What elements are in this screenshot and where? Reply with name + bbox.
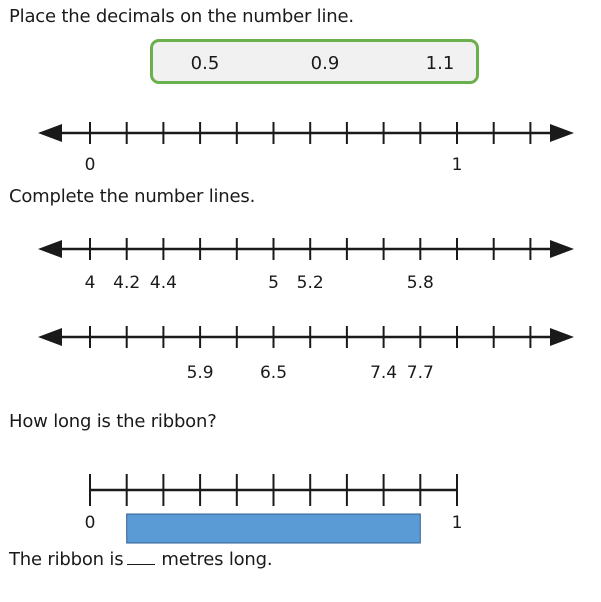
line2a-tick-label: 5.2: [297, 273, 324, 293]
ribbon-bar: [126, 513, 421, 544]
decimal-card-value[interactable]: 0.5: [190, 53, 220, 74]
line2a-tick-label: 4: [85, 273, 96, 293]
answer-blank[interactable]: [127, 552, 156, 565]
line2a-tick-label: 5.8: [407, 273, 434, 293]
line2a-tick-label: 4.2: [113, 273, 140, 293]
decimal-card-value[interactable]: 1.1: [425, 53, 455, 74]
line2b-tick-label: 5.9: [187, 363, 214, 383]
answer-suffix: metres long.: [161, 549, 273, 570]
line1-right-arrow: [550, 124, 574, 142]
line1-tick-label: 1: [452, 155, 463, 175]
ribbon-answer-sentence: The ribbon is metres long.: [9, 549, 273, 570]
line2b-tick-label: 7.4: [370, 363, 397, 383]
line2b-right-arrow: [550, 328, 574, 346]
ruler-tick-label: 0: [85, 513, 96, 533]
answer-prefix: The ribbon is: [9, 549, 124, 570]
decimal-cards-box: 0.5 0.9 1.1: [150, 39, 479, 84]
line1-tick-label: 0: [85, 155, 96, 175]
line2a-tick-label: 5: [268, 273, 279, 293]
line2a-right-arrow: [550, 240, 574, 258]
ruler-tick-label: 1: [452, 513, 463, 533]
line2b-tick-label: 6.5: [260, 363, 287, 383]
line2b-left-arrow: [38, 328, 62, 346]
instruction-ribbon-length: How long is the ribbon?: [9, 411, 217, 432]
line2b-tick-label: 7.7: [407, 363, 434, 383]
line1-left-arrow: [38, 124, 62, 142]
instruction-place-decimals: Place the decimals on the number line.: [9, 6, 354, 27]
line2a-left-arrow: [38, 240, 62, 258]
decimal-card-value[interactable]: 0.9: [310, 53, 340, 74]
line2a-tick-label: 4.4: [150, 273, 177, 293]
instruction-complete-lines: Complete the number lines.: [9, 186, 256, 207]
